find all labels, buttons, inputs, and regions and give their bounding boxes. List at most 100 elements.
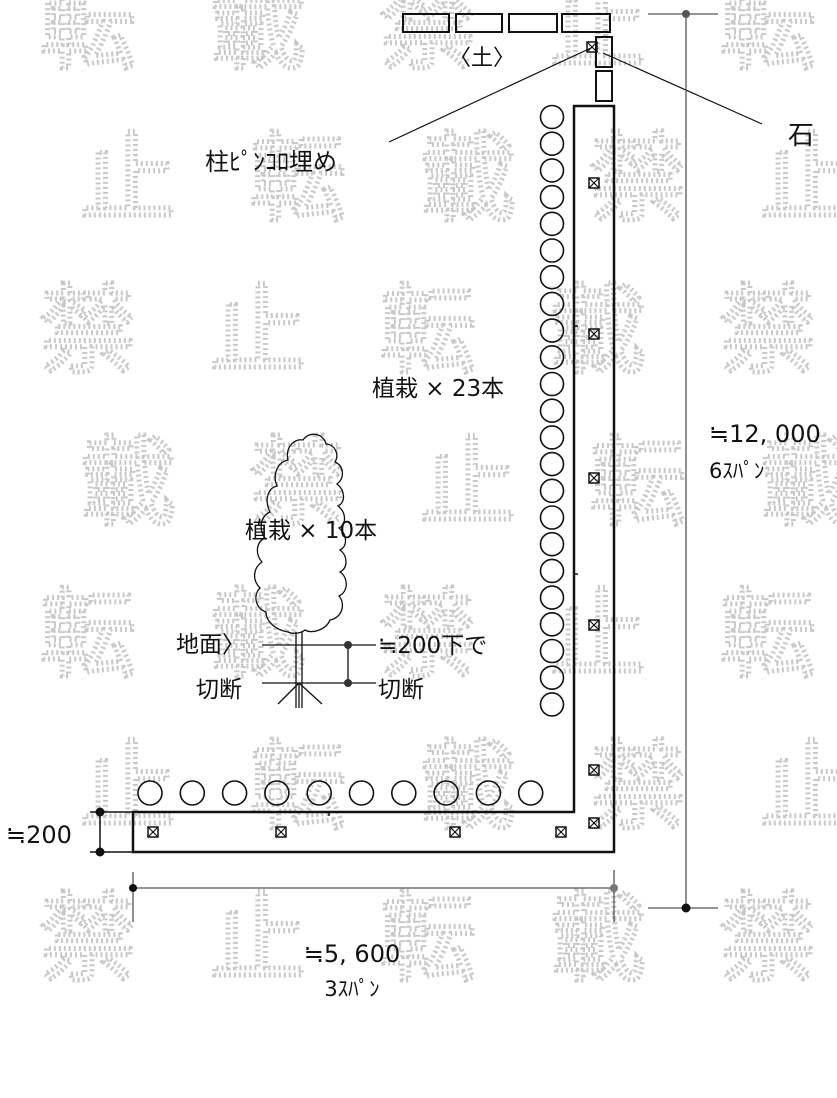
planting-circle	[539, 158, 565, 183]
watermark-glyph: 載	[210, 0, 306, 83]
planting-circle	[539, 131, 565, 156]
planting-circle	[539, 344, 565, 370]
watermark-glyph: 載	[420, 123, 516, 235]
cut-dimension-dot	[344, 679, 352, 687]
cut-below-label: ≒200下で	[378, 633, 487, 659]
planting-circle	[221, 780, 248, 806]
planting-circle	[433, 780, 459, 806]
planting-circle	[539, 398, 565, 424]
stone-block	[455, 13, 503, 33]
watermark-glyph: 止	[420, 427, 516, 539]
watermark-glyph: 止	[760, 731, 837, 843]
planting-circle	[539, 371, 565, 397]
planting-circle	[475, 780, 502, 806]
watermark-glyph: 禁	[590, 731, 686, 843]
stone-block	[508, 13, 558, 33]
watermark-glyph: 禁	[590, 123, 686, 235]
watermark-glyph: 転	[380, 275, 476, 387]
cut-right-label: 切断	[378, 677, 424, 703]
stone-label: 石	[788, 121, 814, 151]
planting-circle	[539, 478, 565, 504]
planting-circle	[539, 425, 565, 450]
watermark-glyph: 載	[210, 579, 306, 691]
pillar-marker	[588, 619, 600, 631]
watermark-glyph: 止	[550, 579, 646, 691]
height-dimension-dot	[682, 10, 690, 18]
planting-circle	[137, 780, 163, 806]
planting-circle	[539, 211, 565, 237]
stone-block	[402, 13, 450, 33]
planting-circle	[539, 318, 565, 343]
stone-blocks	[402, 13, 613, 102]
pillar-marker	[588, 817, 600, 829]
width-dimension-dot	[129, 884, 137, 892]
planting-vertical-label: 植栽 × 23本	[372, 376, 504, 402]
pillar-fill-label: 柱ﾋﾟﾝｺﾛ埋め	[205, 148, 337, 176]
watermark-glyph: 転	[720, 0, 816, 83]
height-dimension-label: ≒12, 000	[709, 420, 821, 448]
planting-circle	[539, 291, 565, 317]
stone-block	[561, 13, 611, 33]
width-dimension	[132, 870, 615, 922]
planting-circle	[539, 531, 565, 557]
watermark-glyph: 禁	[720, 275, 816, 387]
planting-circle	[264, 780, 290, 806]
planting-circle	[539, 184, 565, 210]
planting-circle	[539, 585, 565, 610]
stone-block	[595, 70, 613, 102]
pillar-marker	[588, 328, 600, 340]
watermark-glyph: 転	[250, 123, 346, 235]
watermark-glyph: 転	[250, 731, 346, 843]
watermark: 転載禁止転止転載禁止禁止転載禁載禁止転載転載禁止転止転載禁止禁止転載禁	[39, 0, 837, 996]
planting-circle	[306, 780, 333, 806]
planting-horizontal-label: 植栽 × 10本	[245, 518, 377, 544]
pillars	[147, 177, 600, 838]
planting-circle	[517, 780, 544, 806]
cut-left-label: 切断	[196, 677, 242, 703]
pillar-marker	[588, 472, 600, 484]
pillar-marker	[588, 177, 600, 189]
watermark-glyph: 載	[80, 427, 176, 539]
watermark-glyph: 禁	[720, 883, 816, 995]
planting-circle	[539, 558, 565, 584]
planting-circle	[390, 780, 417, 806]
pillar-marker	[449, 826, 461, 838]
height-span-label: 6ｽﾊﾟﾝ	[709, 459, 764, 483]
depth-dimension-dot	[95, 807, 105, 817]
cut-dimension	[347, 644, 376, 684]
pillar-marker	[555, 826, 567, 838]
watermark-glyph: 禁	[40, 275, 136, 387]
tree-root	[298, 682, 323, 705]
pillar-marker	[147, 826, 159, 838]
watermark-glyph: 禁	[380, 579, 476, 691]
watermark-glyph: 止	[80, 123, 176, 235]
tree-illustration	[253, 433, 348, 708]
pillar-marker	[275, 826, 287, 838]
planting-circle	[539, 451, 565, 477]
width-dimension-dot	[610, 884, 618, 892]
tree-crown	[253, 433, 347, 634]
depth-dimension-dot	[95, 847, 105, 857]
width-dimension-label: ≒5, 600	[304, 940, 400, 968]
planting-circle	[539, 611, 565, 637]
planting-circle	[539, 238, 565, 263]
planting-circle	[539, 505, 565, 530]
pillar-marker	[588, 764, 600, 776]
watermark-glyph: 転	[380, 883, 476, 995]
watermark-glyph: 止	[80, 731, 176, 843]
watermark-glyph: 載	[550, 275, 646, 387]
watermark-glyph: 転	[40, 579, 136, 691]
planting-circle	[539, 638, 565, 664]
width-span-label: 3ｽﾊﾟﾝ	[324, 977, 379, 1001]
watermark-glyph: 載	[760, 427, 837, 539]
planting-circle	[539, 665, 565, 691]
building-inner-ticks	[328, 325, 578, 816]
watermark-glyph: 転	[590, 427, 686, 539]
watermark-glyph: 載	[550, 883, 646, 995]
planting-circle	[179, 780, 206, 806]
stone-leader	[602, 52, 763, 125]
cut-dimension-dot	[344, 641, 352, 649]
ground-label: 地面〉	[176, 632, 245, 658]
depth-dimension-label: ≒200	[6, 821, 72, 849]
